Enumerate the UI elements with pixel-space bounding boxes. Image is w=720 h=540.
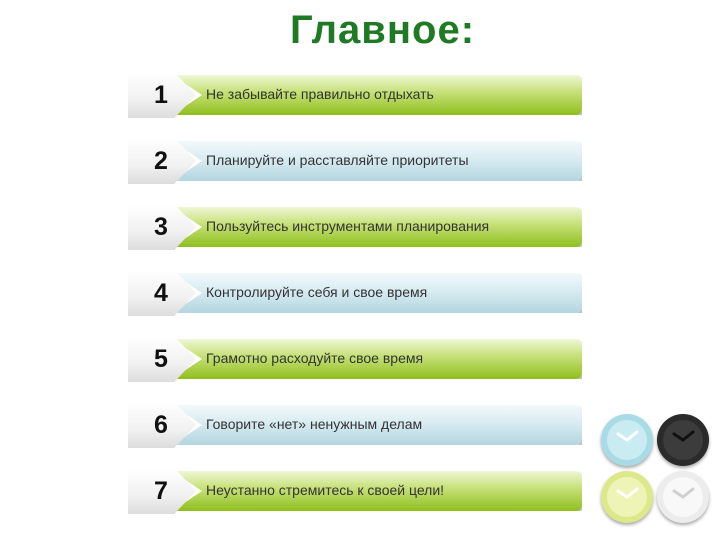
item-text: Неустанно стремитесь к своей цели! [206, 482, 445, 498]
item-bar [172, 471, 582, 511]
list-item-1: 1 Не забывайте правильно отдыхать [128, 72, 588, 122]
item-bar [172, 141, 582, 181]
item-text: Контролируйте себя и свое время [206, 284, 428, 300]
item-bar [172, 405, 582, 445]
item-bar [172, 273, 582, 313]
list-item-3: 3 Пользуйтесь инструментами планирования [128, 204, 588, 254]
list-item-2: 2 Планируйте и расставляйте приоритеты [128, 138, 588, 188]
clock-lime-icon [601, 471, 653, 523]
item-text: Планируйте и расставляйте приоритеты [206, 152, 469, 168]
list-item-5: 5 Грамотно расходуйте свое время [128, 336, 588, 386]
clock-black-icon [657, 414, 709, 466]
item-text: Грамотно расходуйте свое время [206, 350, 424, 366]
clock-light-blue-icon [601, 414, 653, 466]
item-bar [172, 339, 582, 379]
list-item-6: 6 Говорите «нет» ненужным делам [128, 402, 588, 452]
list-item-4: 4 Контролируйте себя и свое время [128, 270, 588, 320]
clock-white-icon [657, 471, 709, 523]
page-title: Главное: [289, 8, 476, 52]
list-item-7: 7 Неустанно стремитесь к своей цели! [128, 468, 588, 518]
item-bar [172, 207, 582, 247]
item-text: Не забывайте правильно отдыхать [206, 86, 434, 102]
item-bar [172, 75, 582, 115]
item-text: Говорите «нет» ненужным делам [206, 416, 423, 432]
item-text: Пользуйтесь инструментами планирования [206, 218, 490, 234]
